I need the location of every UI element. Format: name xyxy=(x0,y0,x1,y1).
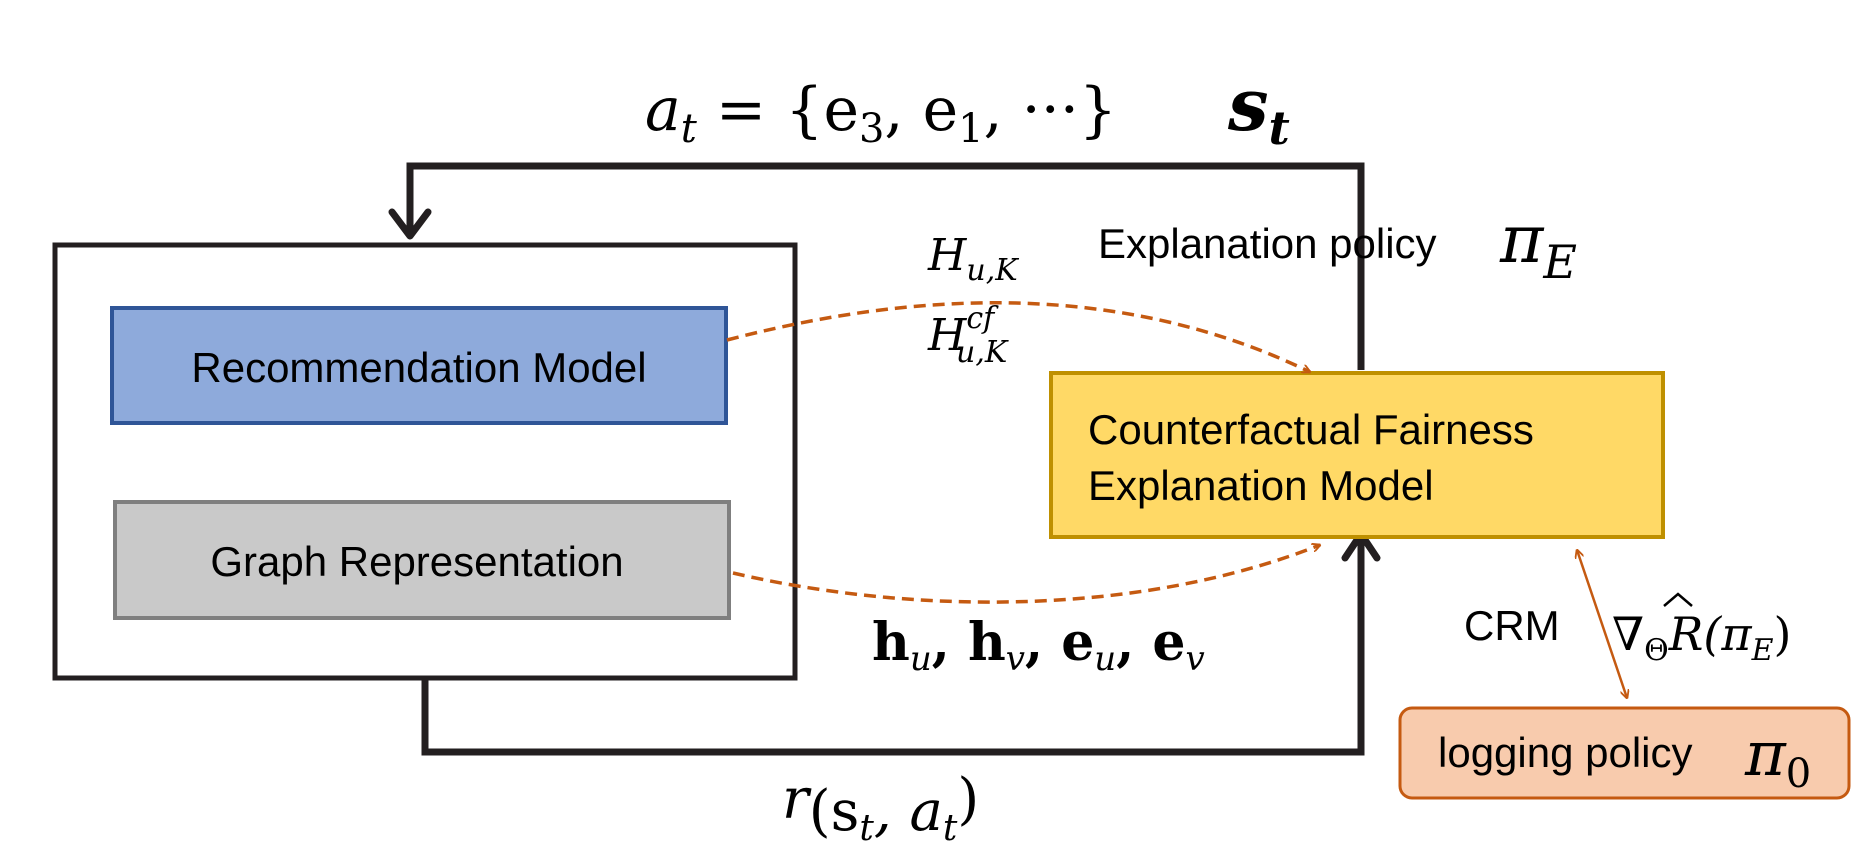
crm-label: CRM xyxy=(1464,602,1560,649)
graph-representation-box xyxy=(113,500,731,620)
reward-feedback-line xyxy=(421,536,1365,756)
gradient-math-label: ∇ΘR(πE) xyxy=(1612,607,1791,668)
history-math-label: Hu,K xyxy=(927,230,1019,288)
action-arrowhead xyxy=(388,208,432,240)
graph-representation-label: Graph Representation xyxy=(210,538,623,585)
action-math-label: at = {e3, e1, ···} xyxy=(645,75,1117,152)
recommendation-model-label: Recommendation Model xyxy=(191,344,646,391)
reward-math-label: r(st, at) xyxy=(782,767,979,849)
crm-gradient-arrow xyxy=(1577,550,1627,698)
embedding-math-label: hu, hv, eu, ev xyxy=(872,612,1205,679)
logging-policy-pi: π0 xyxy=(1744,717,1811,797)
embedding-dashed-arrow xyxy=(732,545,1320,604)
recommendation-model-box xyxy=(110,306,728,425)
logging-policy-box xyxy=(1398,706,1851,800)
state-math-label: st xyxy=(1227,62,1290,155)
cf-model-label-line2: Explanation Model xyxy=(1088,462,1434,509)
explanation-policy-pi: πE xyxy=(1499,201,1577,289)
history-dashed-arrow xyxy=(726,301,1310,374)
r-hat-accent xyxy=(1663,592,1693,607)
explanation-policy-label: Explanation policy xyxy=(1098,220,1437,267)
cf-explanation-model-box xyxy=(1049,371,1665,539)
cf-model-label-line1: Counterfactual Fairness xyxy=(1088,406,1534,453)
logging-policy-label: logging policy xyxy=(1438,729,1693,776)
action-feedback-line xyxy=(406,162,1365,370)
